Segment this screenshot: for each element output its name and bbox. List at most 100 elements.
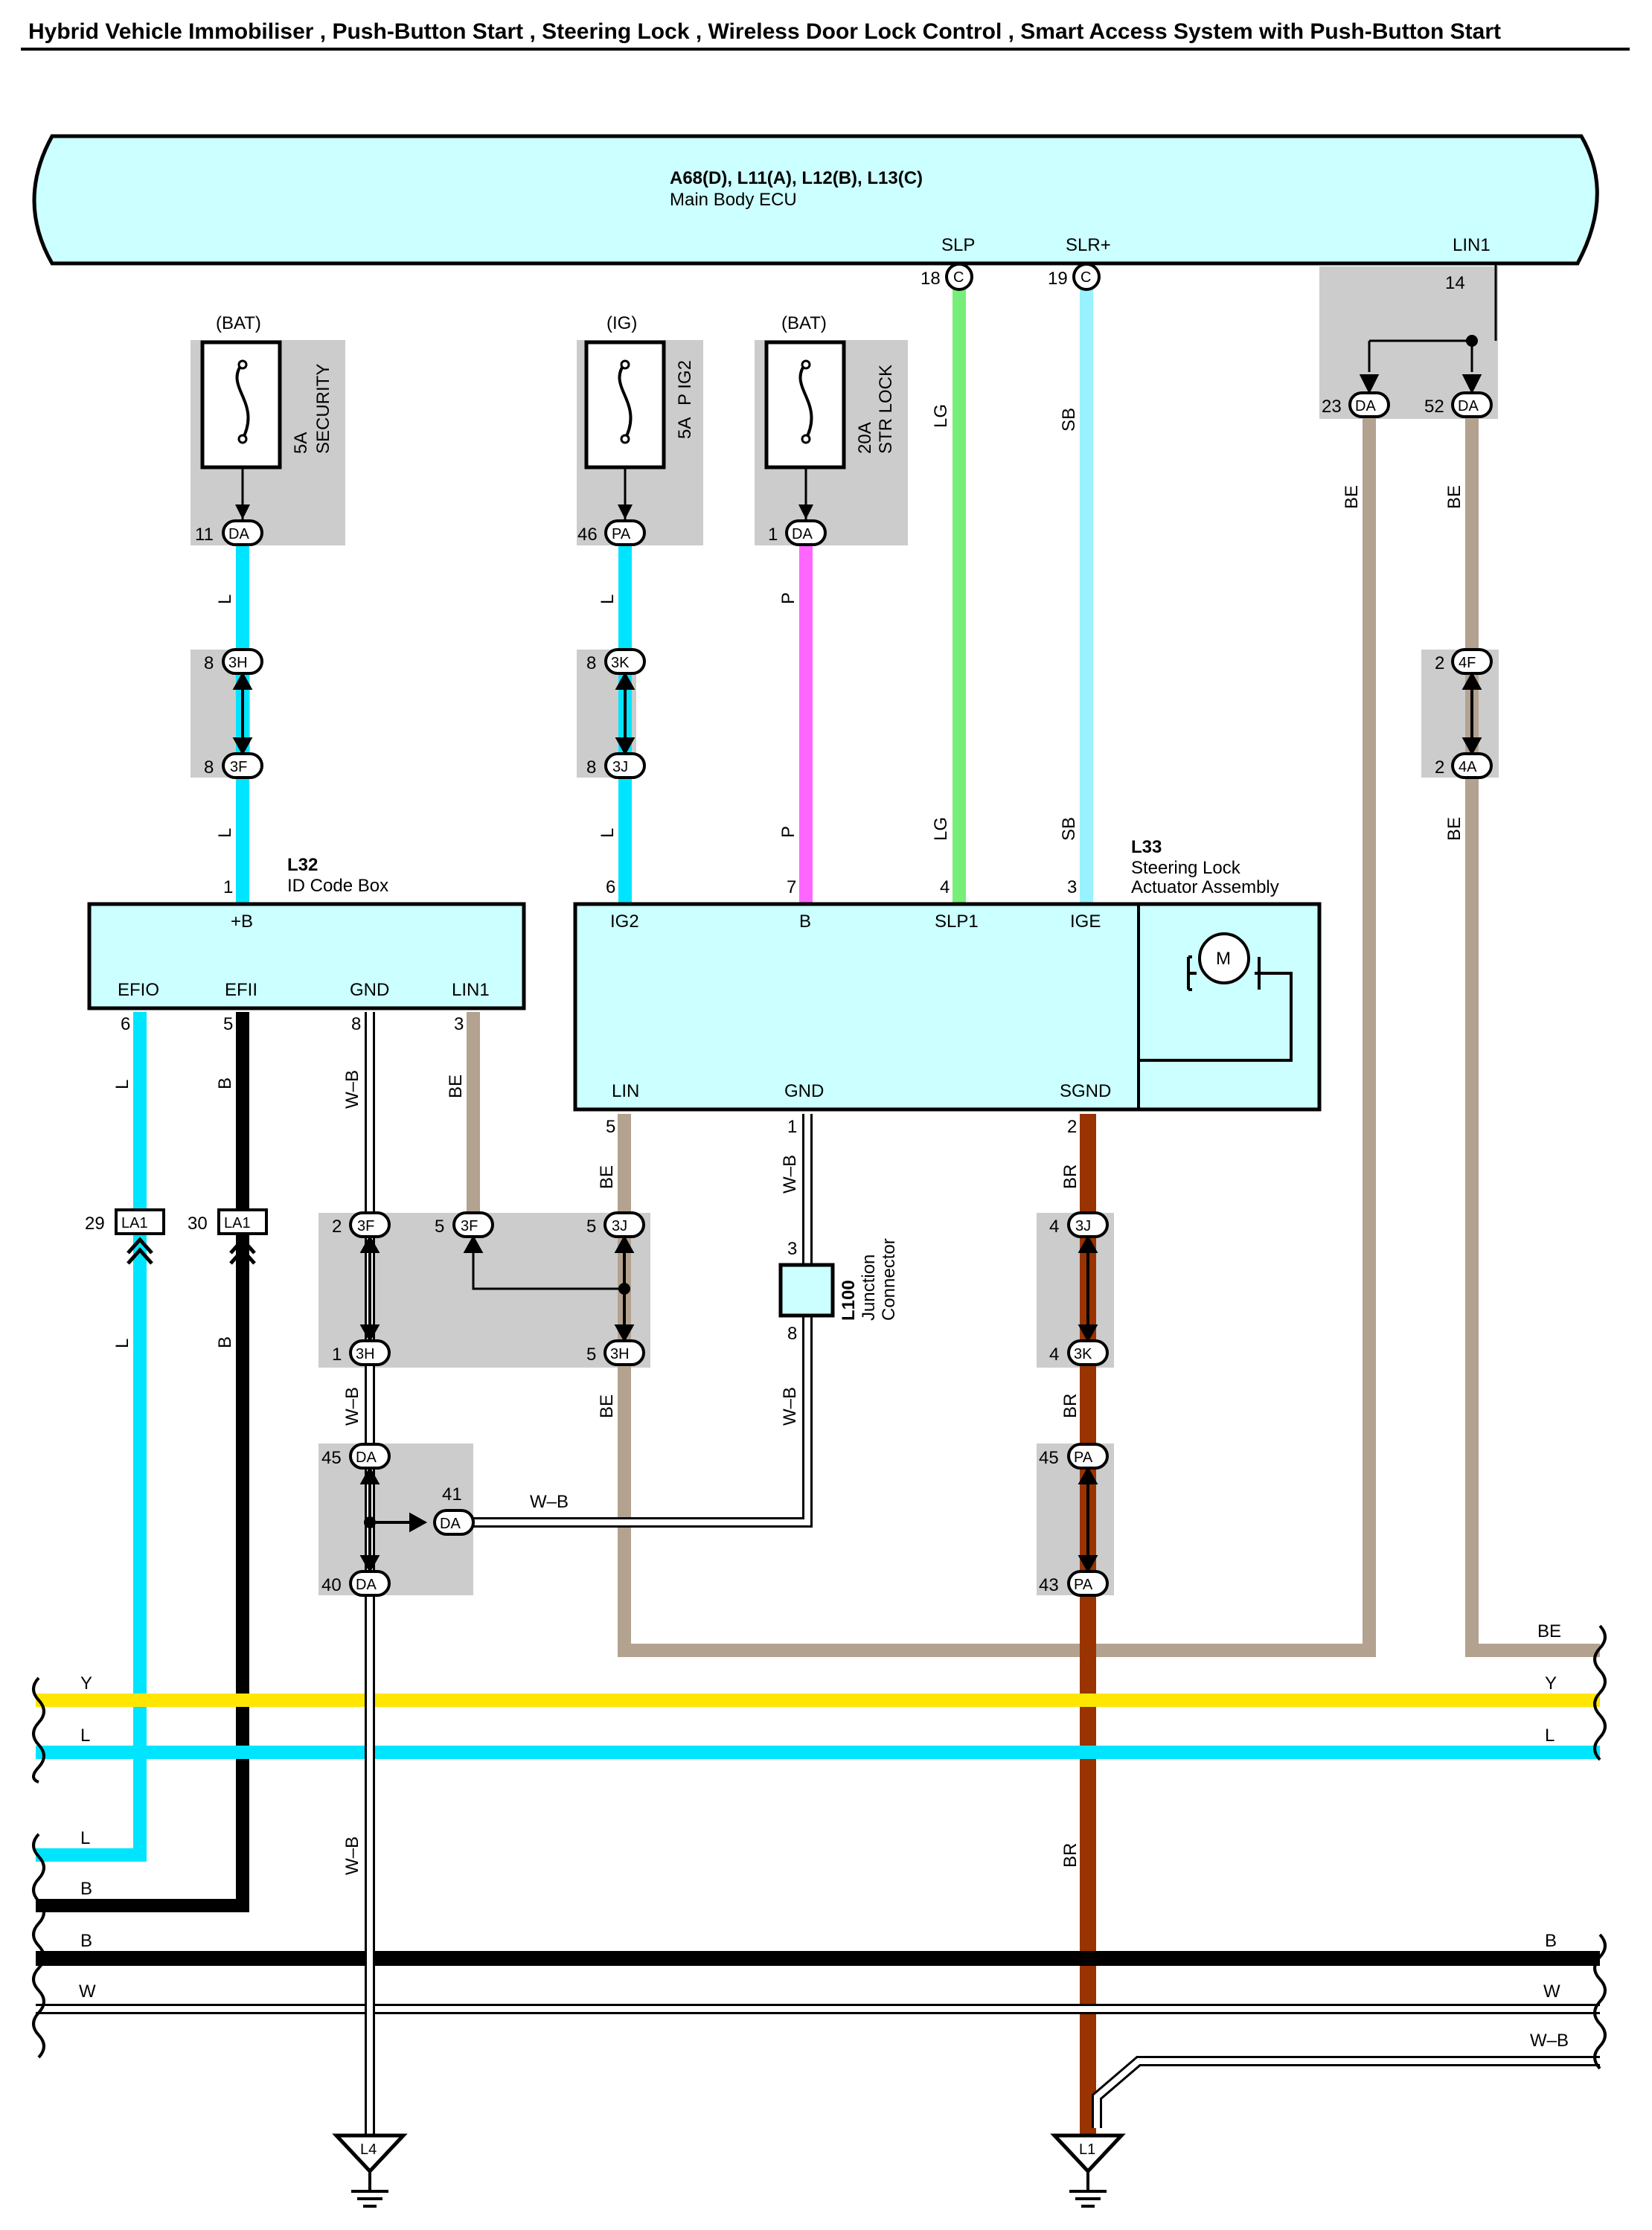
svg-text:P: P: [778, 826, 798, 838]
svg-text:SB: SB: [1059, 817, 1079, 841]
svg-text:L: L: [1545, 1726, 1555, 1746]
svg-text:DA: DA: [440, 1516, 461, 1532]
svg-text:3K: 3K: [611, 655, 630, 671]
svg-text:8: 8: [586, 653, 596, 673]
pin-number: 19: [1048, 269, 1068, 289]
svg-text:2: 2: [332, 1217, 342, 1237]
svg-text:6: 6: [606, 877, 615, 897]
svg-text:BE: BE: [1444, 485, 1464, 509]
svg-text:11: 11: [195, 525, 214, 545]
svg-text:BE: BE: [1537, 1621, 1561, 1641]
svg-text:SB: SB: [1059, 408, 1079, 432]
svg-text:L: L: [80, 1828, 90, 1848]
svg-text:PA: PA: [1074, 1577, 1093, 1593]
svg-text:2: 2: [1067, 1117, 1077, 1137]
svg-text:3H: 3H: [610, 1346, 630, 1362]
connector-pill: 3J4: [1049, 1211, 1109, 1238]
svg-text:23: 23: [1322, 397, 1342, 417]
svg-text:BE: BE: [446, 1074, 466, 1098]
svg-text:8: 8: [787, 1324, 797, 1344]
svg-text:W–B: W–B: [780, 1155, 800, 1194]
svg-text:LA1: LA1: [121, 1215, 148, 1231]
svg-text:5: 5: [606, 1117, 615, 1137]
connector-pill: 3H5: [586, 1339, 645, 1366]
steering-lock-actuator: L33 Steering Lock Actuator Assembly 6 7 …: [573, 837, 1322, 1137]
connector-pill: 4F 2: [1435, 648, 1493, 675]
component-name: ID Code Box: [287, 876, 388, 896]
connector-pill: 3J8: [586, 752, 646, 779]
wire-labels: L L L L P P LG LG SB SB BE BE BE BE BE B…: [79, 404, 1569, 2051]
ecu-pin-slr: SLR+: [1066, 235, 1111, 255]
svg-text:L: L: [598, 595, 618, 604]
svg-text:8: 8: [204, 757, 214, 778]
svg-text:W: W: [1543, 1981, 1560, 2002]
diagram-title: Hybrid Vehicle Immobiliser , Push-Button…: [28, 19, 1501, 44]
connector-pill: 3H 8: [204, 648, 263, 675]
svg-text:BE: BE: [597, 1394, 617, 1418]
svg-text:C: C: [1080, 269, 1091, 286]
svg-text:PA: PA: [1074, 1449, 1093, 1466]
svg-text:W: W: [79, 1981, 96, 2002]
svg-text:W–B: W–B: [342, 1387, 362, 1426]
pin-label: B: [799, 911, 811, 932]
ecu-connector-id: A68(D), L11(A), L12(B), L13(C): [670, 168, 923, 188]
svg-text:4: 4: [1049, 1217, 1059, 1237]
svg-text:8: 8: [204, 653, 214, 673]
fuse-name: STR LOCK: [876, 365, 896, 454]
connector-pill: 3F2: [332, 1211, 391, 1238]
pin-label: SLP1: [935, 911, 979, 932]
motor-icon: [1198, 932, 1250, 984]
connector-pill: 4A 2: [1435, 752, 1493, 779]
svg-text:2: 2: [1435, 653, 1444, 673]
svg-text:3: 3: [787, 1239, 797, 1259]
svg-text:2: 2: [1435, 757, 1444, 778]
component-name: Connector: [879, 1238, 899, 1321]
ground-l4: L4: [332, 2133, 408, 2208]
svg-text:Y: Y: [80, 1673, 92, 1694]
component-id: L33: [1131, 837, 1162, 857]
svg-text:W–B: W–B: [342, 1070, 362, 1109]
svg-text:1: 1: [223, 877, 233, 897]
component-name: Junction: [859, 1255, 879, 1321]
ecu-name: Main Body ECU: [670, 190, 797, 210]
svg-text:DA: DA: [228, 526, 249, 542]
pin-label: LIN1: [452, 980, 490, 1000]
svg-text:5: 5: [435, 1217, 444, 1237]
connector-pill: DA 40: [321, 1570, 391, 1597]
connector-pill: DA 11: [195, 519, 263, 546]
svg-text:Y: Y: [1545, 1673, 1557, 1694]
svg-text:1: 1: [768, 525, 778, 545]
fuse-supply-label: (BAT): [216, 313, 261, 333]
svg-text:3J: 3J: [612, 759, 628, 775]
ecu-pin-slp: SLP: [941, 235, 975, 255]
svg-text:3H: 3H: [356, 1346, 375, 1362]
fuse-rating: 5A: [291, 432, 311, 454]
main-body-ecu: A68(D), L11(A), L12(B), L13(C) Main Body…: [32, 134, 1599, 266]
ecu-pin-lin1: LIN1: [1453, 235, 1491, 255]
svg-text:3H: 3H: [228, 655, 248, 671]
svg-text:DA: DA: [356, 1577, 377, 1593]
svg-text:DA: DA: [1458, 398, 1479, 414]
svg-text:B: B: [215, 1336, 235, 1348]
svg-text:L: L: [112, 1339, 132, 1348]
pin-number: 18: [921, 269, 941, 289]
svg-text:4A: 4A: [1459, 759, 1477, 775]
svg-text:L4: L4: [360, 2141, 377, 2158]
svg-text:DA: DA: [356, 1449, 377, 1466]
pin-label: GND: [784, 1081, 824, 1101]
fuse-rating: 5A: [675, 417, 695, 439]
fuse-security: (BAT) 5A SECURITY: [200, 313, 333, 519]
svg-text:DA: DA: [792, 526, 813, 542]
svg-text:BE: BE: [1444, 817, 1464, 841]
svg-text:40: 40: [321, 1575, 342, 1595]
svg-text:W–B: W–B: [1530, 2031, 1569, 2051]
svg-text:BE: BE: [597, 1165, 617, 1189]
svg-text:4: 4: [940, 877, 950, 897]
svg-text:4F: 4F: [1459, 655, 1476, 671]
pin-label: IG2: [610, 911, 639, 932]
